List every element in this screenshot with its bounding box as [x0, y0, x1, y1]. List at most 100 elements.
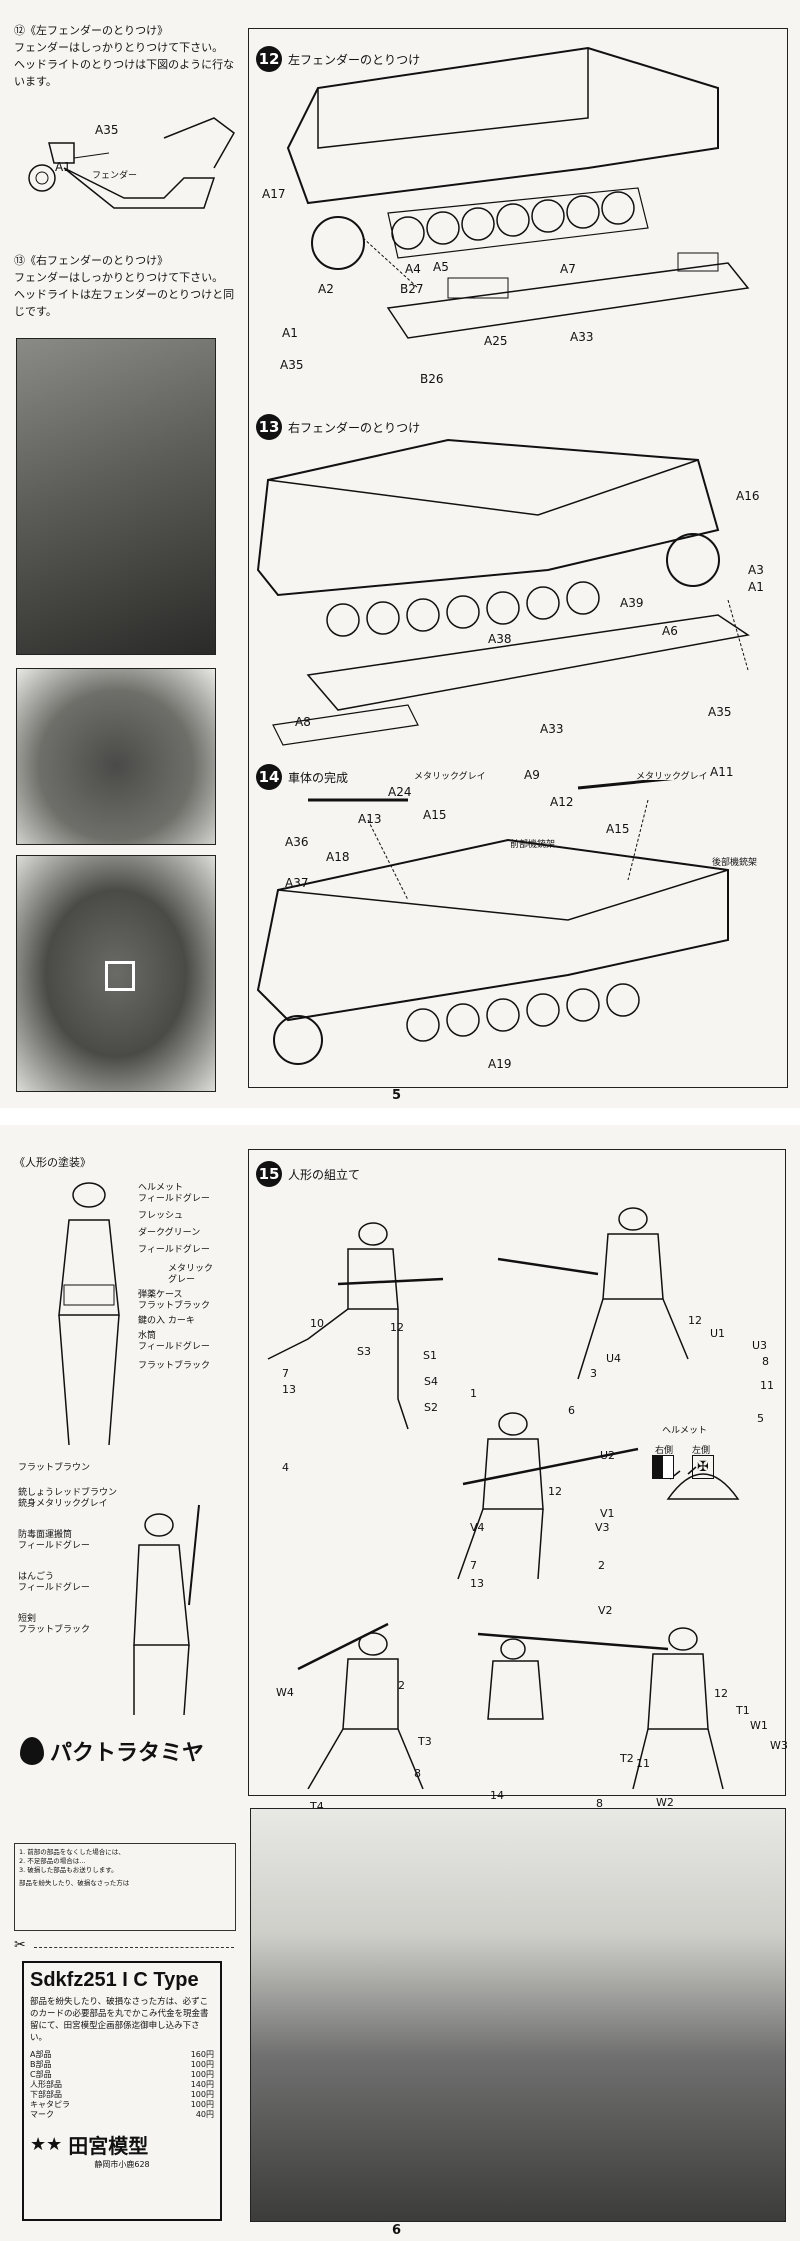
step-number: 14 — [256, 764, 282, 790]
figure-part-label: W4 — [276, 1686, 294, 1699]
figure-part-label: 11 — [636, 1757, 650, 1770]
helmet-left-label: 左側 — [692, 1446, 711, 1456]
steps-frame — [248, 28, 788, 1088]
price-part: マーク — [30, 2110, 54, 2119]
paint-label: フラットブラック — [138, 1361, 211, 1371]
step-number: 15 — [256, 1161, 282, 1187]
price-value: 100円 — [190, 2100, 214, 2109]
step-15-frame — [248, 1149, 786, 1796]
part-label: A5 — [433, 260, 449, 274]
part-label: B27 — [400, 282, 424, 296]
price-part: 下部部品 — [30, 2090, 62, 2099]
figure-part-label: W2 — [656, 1796, 674, 1809]
part-label: A13 — [358, 812, 382, 826]
figure-part-label: U1 — [710, 1327, 726, 1340]
star-logo-icon: ★★ — [30, 2134, 63, 2155]
page-number: 5 — [392, 1088, 402, 1103]
paint-label: 防毒面運搬筒 — [18, 1530, 73, 1540]
part-label: A6 — [662, 624, 678, 638]
figure-part-label: 3 — [590, 1367, 597, 1380]
figure-part-label: 8 — [414, 1767, 421, 1780]
figure-part-label: S1 — [423, 1349, 437, 1362]
eagle-decal-icon: ✠ — [692, 1455, 714, 1479]
price-value: 140円 — [190, 2080, 214, 2089]
figure-part-label: 14 — [490, 1789, 504, 1802]
part-label: A1 — [55, 160, 71, 174]
order-card-title: Sdkfz251 I C Type — [30, 1969, 199, 1991]
order-card: Sdkfz251 I C Type 部品を紛失したり、破損なさった方は、必ずこの… — [22, 1961, 222, 2221]
figure-part-label: 7 — [282, 1367, 289, 1380]
paint-label: フィールドグレー — [18, 1583, 90, 1593]
figure-part-label: T1 — [736, 1704, 750, 1717]
photo-vehicle-front — [16, 668, 216, 845]
paint-drop-icon — [20, 1737, 44, 1765]
paint-label: フィールドグレー — [138, 1245, 210, 1255]
left-fender-note: ⑫《左フェンダーのとりつけ》 フェンダーはしっかりとりつけて下さい。 ヘッドライ… — [14, 22, 236, 90]
step-12-drawing — [286, 46, 750, 339]
order-card-body: 部品を紛失したり、破損なさった方は、必ずこのカードの必要部品を丸でかこみ代金を現… — [30, 1997, 209, 2043]
front-paint-labels: ヘルメット フィールドグレー フレッシュ ダークグリーン フィールドグレー メタ… — [138, 1183, 248, 1372]
part-label: A39 — [620, 596, 644, 610]
part-label: A35 — [95, 123, 119, 137]
part-label: A24 — [388, 785, 412, 799]
figure-part-label: 2 — [398, 1679, 405, 1692]
paint-label: ヘルメット — [138, 1183, 184, 1193]
left-fender-note-line: ヘッドライトのとりつけは下図のように行ないます。 — [14, 58, 235, 88]
figure-part-label: S2 — [424, 1401, 438, 1414]
price-value: 40円 — [195, 2110, 214, 2119]
figure-part-label: 12 — [688, 1314, 702, 1327]
figure-part-label: V3 — [595, 1521, 610, 1534]
figure-part-label: S3 — [357, 1345, 371, 1358]
figure-part-label: 13 — [470, 1577, 484, 1590]
notice-side: 部品を紛失したり、破損なさった方は — [19, 1879, 130, 1887]
part-label: A1 — [282, 326, 298, 340]
paint-note: メタリックグレイ — [636, 772, 708, 782]
figure-part-label: U4 — [606, 1352, 622, 1365]
figure-part-label: 6 — [568, 1404, 575, 1417]
price-value: 100円 — [190, 2060, 214, 2069]
price-row: マーク 40円 — [30, 2110, 214, 2120]
part-label: A2 — [318, 282, 334, 296]
left-fender-note-line: フェンダーはしっかりとりつけて下さい。 — [14, 41, 224, 54]
notice-line: 3. 破損した部品もお送りします。 — [19, 1866, 118, 1874]
figure-part-label: 5 — [757, 1412, 764, 1425]
part-label: A8 — [295, 715, 311, 729]
notice-line: 2. 不足部品の場合は... — [19, 1857, 86, 1865]
helmet-label: ヘルメット — [662, 1426, 708, 1436]
part-label: A1 — [748, 580, 764, 594]
figure-part-label: 10 — [310, 1317, 324, 1330]
paint-label: フレッシュ — [138, 1211, 184, 1221]
figure-part-label: U3 — [752, 1339, 768, 1352]
figure-part-label: W3 — [770, 1739, 788, 1752]
price-part: C部品 — [30, 2070, 52, 2079]
paint-label: 銃身メタリックグレイ — [18, 1499, 108, 1509]
headlight-detail-drawing — [28, 117, 235, 209]
part-label: B26 — [420, 372, 444, 386]
step-title: 人形の組立て — [288, 1167, 361, 1182]
cross-emblem-icon — [105, 961, 135, 991]
figure-part-label: 7 — [470, 1559, 477, 1572]
page-number: 6 — [392, 2223, 402, 2238]
part-label: A33 — [570, 330, 594, 344]
figure-part-label: 11 — [760, 1379, 774, 1392]
figure-part-label: 12 — [390, 1321, 404, 1334]
paint-label: フィールドグレー — [138, 1194, 210, 1204]
step-title: 車体の完成 — [288, 770, 349, 785]
paint-label: グレー — [168, 1275, 196, 1285]
part-label: A16 — [736, 489, 760, 503]
notice-box: 1. 前部の部品をなくした場合には、 2. 不足部品の場合は... 3. 破損し… — [14, 1843, 236, 1931]
step-14-header: 14 車体の完成 — [256, 764, 348, 790]
company-address: 静岡市小鹿628 — [94, 2160, 150, 2169]
paint-label: ダークグリーン — [138, 1228, 201, 1238]
step-title: 右フェンダーのとりつけ — [288, 420, 421, 435]
figure-part-label: U2 — [600, 1449, 616, 1462]
part-label: A15 — [606, 822, 630, 836]
figure-part-label: V2 — [598, 1604, 613, 1617]
part-label: A17 — [262, 187, 286, 201]
mount-label: 前部機銃架 — [510, 840, 556, 850]
figure-part-label: W1 — [750, 1719, 768, 1732]
price-part: キャタピラ — [30, 2100, 70, 2109]
part-label: A35 — [280, 358, 304, 372]
